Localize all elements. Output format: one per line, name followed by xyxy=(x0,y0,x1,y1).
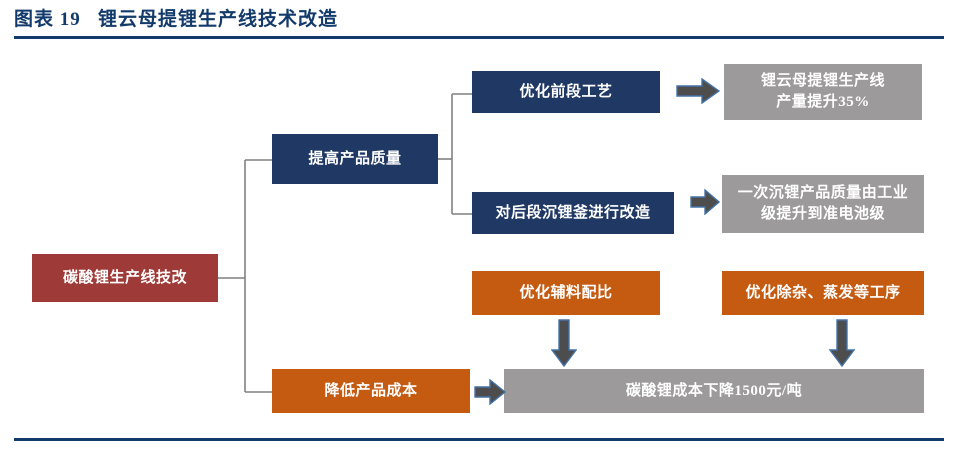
header-divider-top xyxy=(14,36,944,39)
node-label: 对后段沉锂釜进行改造 xyxy=(495,204,651,221)
node-label: 降低产品成本 xyxy=(324,382,418,399)
page-title: 图表 19 锂云母提锂生产线技术改造 xyxy=(14,9,339,30)
footer-divider-bottom xyxy=(14,438,944,441)
node-label: 提高产品质量 xyxy=(308,150,402,167)
node-optimize-front-process[interactable]: 优化前段工艺 xyxy=(472,71,660,113)
node-root-lithium-line-upgrade[interactable]: 碳酸锂生产线技改 xyxy=(32,254,218,302)
node-retrofit-rear-precipitation-tank[interactable]: 对后段沉锂釜进行改造 xyxy=(472,192,674,234)
arrow-right-icon-cost-to-outcome xyxy=(474,379,506,405)
node-label: 一次沉锂产品质量由工业 级提升到准电池级 xyxy=(737,185,909,222)
figure-header: 图表 19 锂云母提锂生产线技术改造 xyxy=(14,8,944,38)
node-outcome-yield-increase[interactable]: 锂云母提锂生产线 产量提升35% xyxy=(724,64,922,120)
arrow-right-icon-rear-to-quality xyxy=(690,189,720,215)
node-outcome-cost-reduction[interactable]: 碳酸锂成本下降1500元/吨 xyxy=(504,369,924,413)
node-reduce-product-cost[interactable]: 降低产品成本 xyxy=(272,369,470,413)
node-optimize-auxiliary-ratio[interactable]: 优化辅料配比 xyxy=(472,271,660,315)
arrow-down-icon-purify-to-cost-outcome xyxy=(829,319,855,367)
flowchart-diagram: 碳酸锂生产线技改 提高产品质量 降低产品成本 优化前段工艺 对后段沉锂釜进行改造… xyxy=(0,42,958,434)
node-improve-product-quality[interactable]: 提高产品质量 xyxy=(272,134,438,184)
arrow-down-icon-aux-to-cost-outcome xyxy=(551,319,577,367)
node-label: 优化除杂、蒸发等工序 xyxy=(745,284,901,301)
node-label: 碳酸锂成本下降1500元/吨 xyxy=(625,382,803,399)
node-label: 优化辅料配比 xyxy=(519,284,613,301)
connector-lines xyxy=(218,93,472,393)
arrow-right-icon-front-to-yield xyxy=(676,78,720,104)
node-outcome-quality-upgrade[interactable]: 一次沉锂产品质量由工业 级提升到准电池级 xyxy=(722,175,924,233)
node-optimize-purification-evaporation[interactable]: 优化除杂、蒸发等工序 xyxy=(722,271,924,315)
node-label: 优化前段工艺 xyxy=(519,83,613,100)
node-label: 锂云母提锂生产线 产量提升35% xyxy=(760,73,885,110)
node-label: 碳酸锂生产线技改 xyxy=(62,269,187,286)
